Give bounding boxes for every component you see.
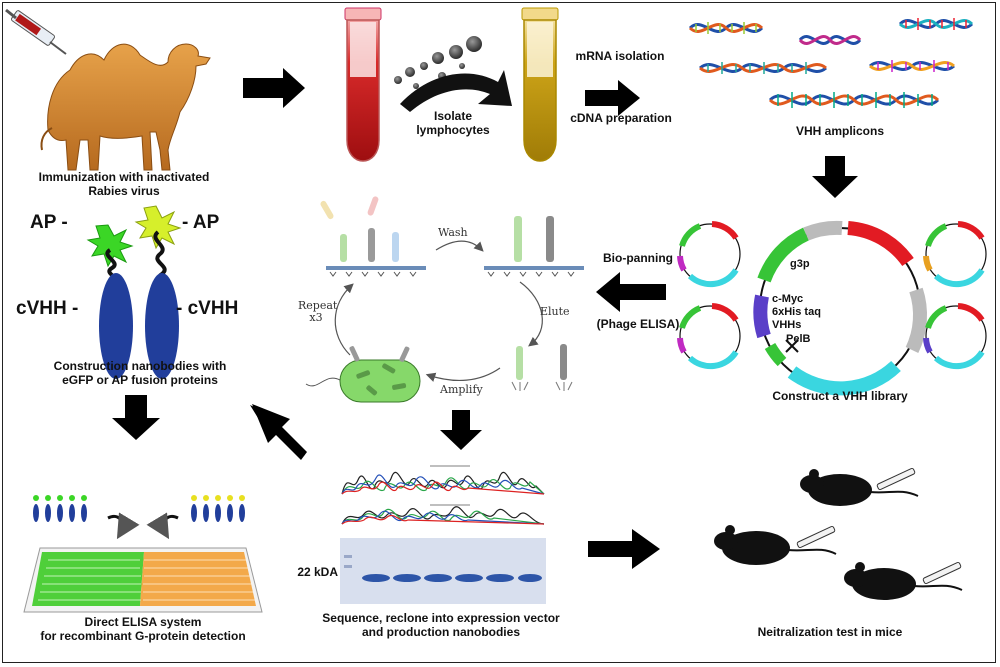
vhh-amplicons-label: VHH amplicons	[795, 124, 885, 138]
cmyc-label: c-Myc	[772, 293, 804, 305]
phage-elisa-label: (Phage ELISA)	[596, 317, 680, 331]
construction-nanobodies-label: Construction nanobodies with eGFP or AP …	[53, 359, 227, 387]
blood-tube-icon	[344, 7, 382, 162]
mouse-3-icon	[844, 561, 963, 600]
vhh-library-vector	[753, 220, 928, 396]
plasmid-small-4	[923, 303, 987, 370]
elute-label: Elute	[540, 305, 570, 318]
pelb-label: PelB	[786, 333, 811, 345]
cvhh-right-label: - cVHH	[176, 298, 239, 319]
serum-tube-icon	[521, 7, 559, 162]
his-tag-label: 6xHis taq	[772, 306, 821, 318]
nanobody-left-icon	[86, 224, 134, 379]
syringe-icon	[5, 8, 67, 55]
sequence-chromatogram	[338, 460, 548, 532]
repeat-label: Repeat x3	[298, 299, 338, 325]
biopanning-label: Bio-panning	[603, 251, 673, 265]
elisa-nanobodies-left	[33, 495, 87, 522]
mouse-1-icon	[800, 467, 919, 506]
camel-icon	[40, 43, 211, 171]
vhhs-label: VHHs	[772, 319, 802, 331]
mrna-label: mRNA isolation	[575, 49, 665, 63]
neutralization-label: Neitralization test in mice	[757, 625, 903, 639]
elisa-plate-icon	[23, 547, 263, 613]
amplify-label: Amplify	[440, 383, 483, 396]
plate-surface-left	[320, 196, 426, 277]
ap-left-label: AP -	[30, 212, 68, 233]
construct-library-label: Construct a VHH library	[772, 389, 908, 403]
ap-right-label: - AP	[182, 212, 220, 233]
plasmid-small-3	[923, 221, 987, 288]
arrow-down-to-library	[812, 156, 858, 198]
elisa-nanobodies-right	[191, 495, 245, 522]
cdna-label: cDNA preparation	[570, 111, 672, 125]
arrow-diagonal-to-construction	[250, 404, 307, 460]
arrow-camel-to-tube	[243, 68, 305, 108]
sds-gel-icon	[340, 538, 546, 604]
isolate-label: Isolate lymphocytes	[416, 109, 490, 137]
wash-label: Wash	[438, 226, 468, 239]
g3p-label: g3p	[790, 258, 810, 270]
arrow-biopanning-left	[596, 272, 666, 312]
arrow-to-mice	[588, 529, 660, 569]
cvhh-left-label: cVHH -	[16, 298, 79, 319]
plasmid-small-2	[677, 303, 741, 370]
eluted-phages	[511, 344, 573, 391]
arrow-to-dna	[585, 80, 640, 116]
arrow-down-to-elisa	[112, 395, 160, 440]
isolate-curved-arrow	[400, 70, 512, 112]
direct-elisa-label: Direct ELISA system for recombinant G-pr…	[40, 615, 246, 643]
plate-surface-right	[484, 216, 584, 277]
ecoli-cell	[305, 346, 421, 403]
arrow-down-to-sequence	[440, 410, 482, 450]
immunization-label: Immunization with inactivated Rabies vir…	[38, 170, 210, 198]
plasmid-small-1	[677, 221, 741, 288]
lymphocytes-icon	[394, 36, 482, 89]
dna-amplicons-icon	[688, 18, 974, 108]
gel-marker-label: 22 kDA	[297, 565, 338, 579]
nanobody-right-icon	[134, 205, 182, 379]
panning-cycle	[305, 196, 584, 403]
mouse-2-icon	[714, 525, 837, 565]
sequence-label: Sequence, reclone into expression vector…	[322, 611, 560, 639]
